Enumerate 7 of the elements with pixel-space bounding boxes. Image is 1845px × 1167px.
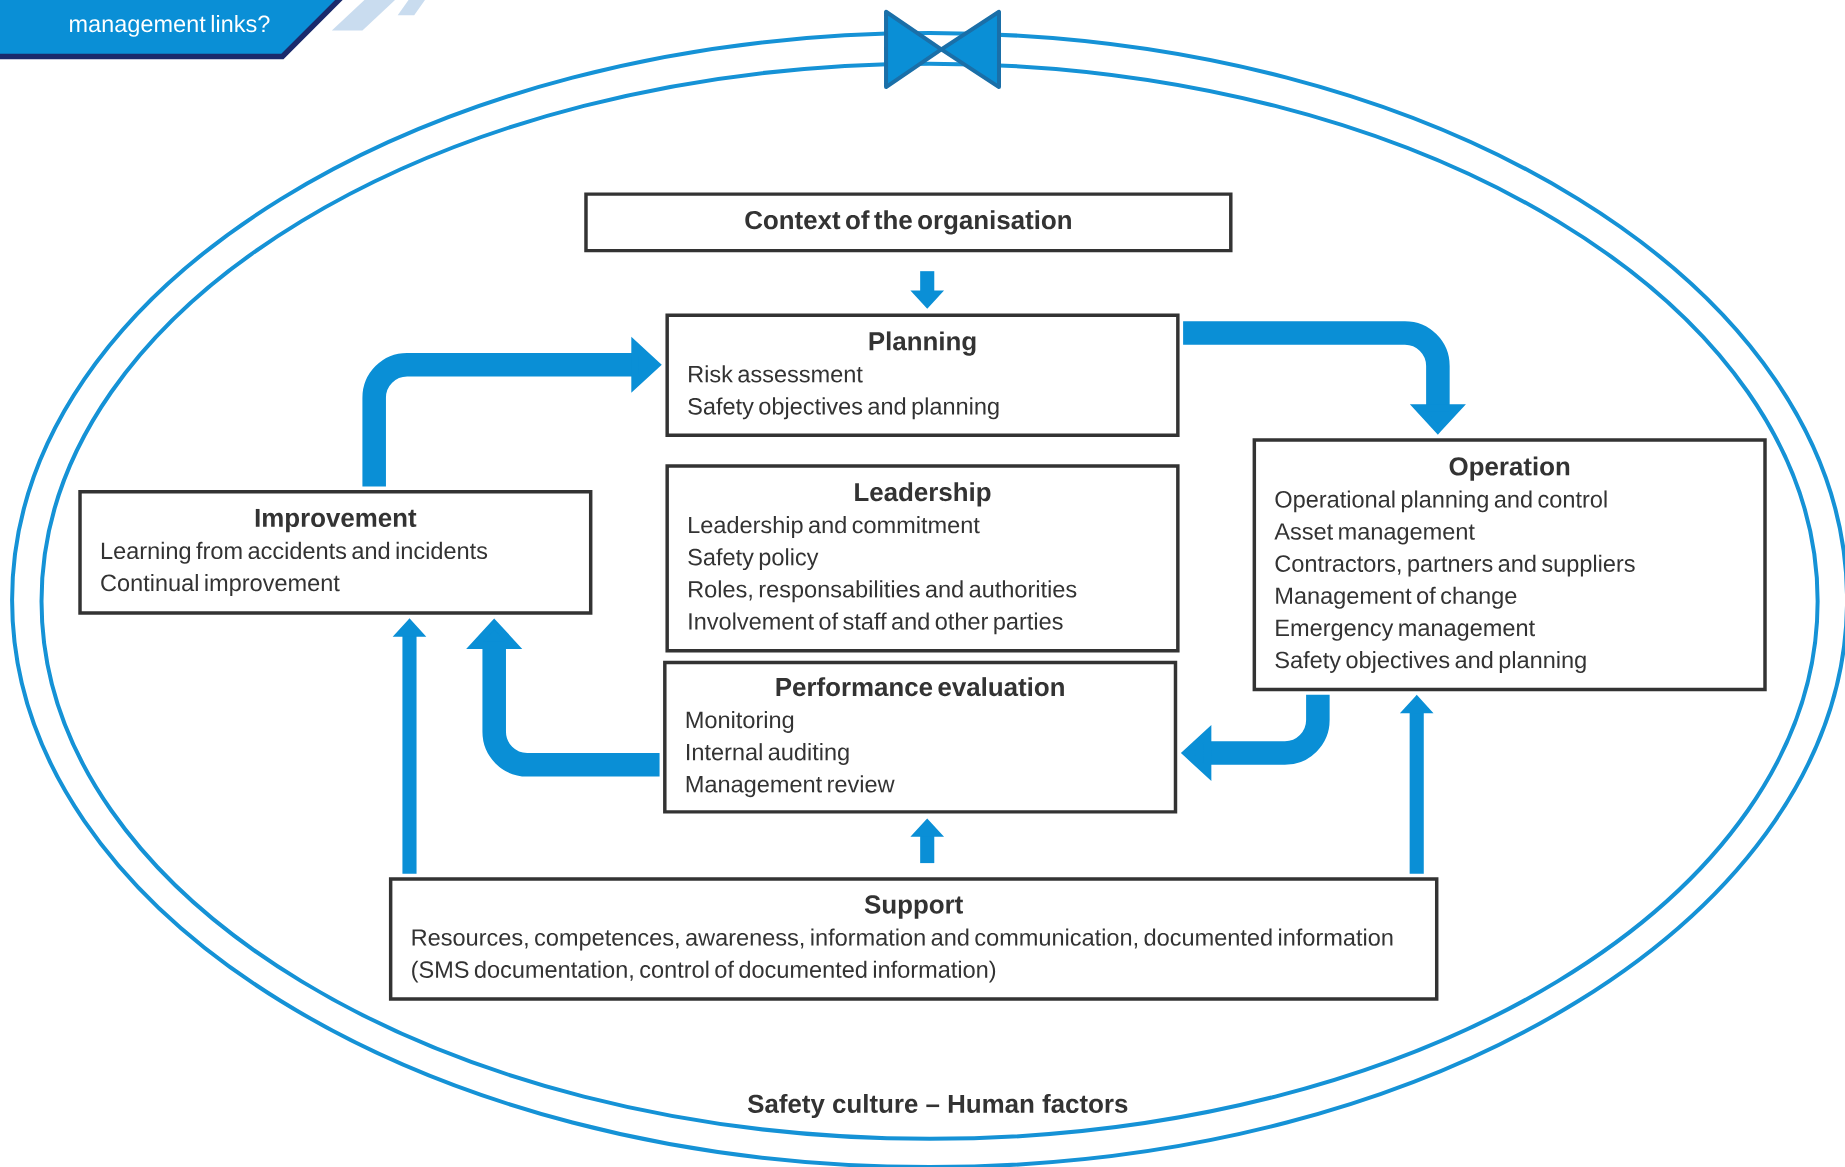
text-box: Planning Risk assessment Safety objectives and planning	[665, 313, 1180, 437]
text-box: Operation Operational planning and control Asset management Contractors, partners and suppliers Management of change Emergency management Safety objectives and planning	[1252, 438, 1767, 692]
text-box: Context of the organisation	[584, 192, 1233, 253]
text-box: Performance evaluation Monitoring Internal auditing Management review	[663, 660, 1178, 814]
text-box: Improvement Learning from accidents and incidents Continual improvement	[78, 490, 593, 615]
text-box: Support Resources, competences, awareness, information and communication, documented information (SMS documentation, control of documented information)	[388, 877, 1439, 1001]
text-box: Leadership Leadership and commitment Safety policy Roles, responsabilities and authorities Involvement of staff and other parties	[665, 464, 1180, 653]
